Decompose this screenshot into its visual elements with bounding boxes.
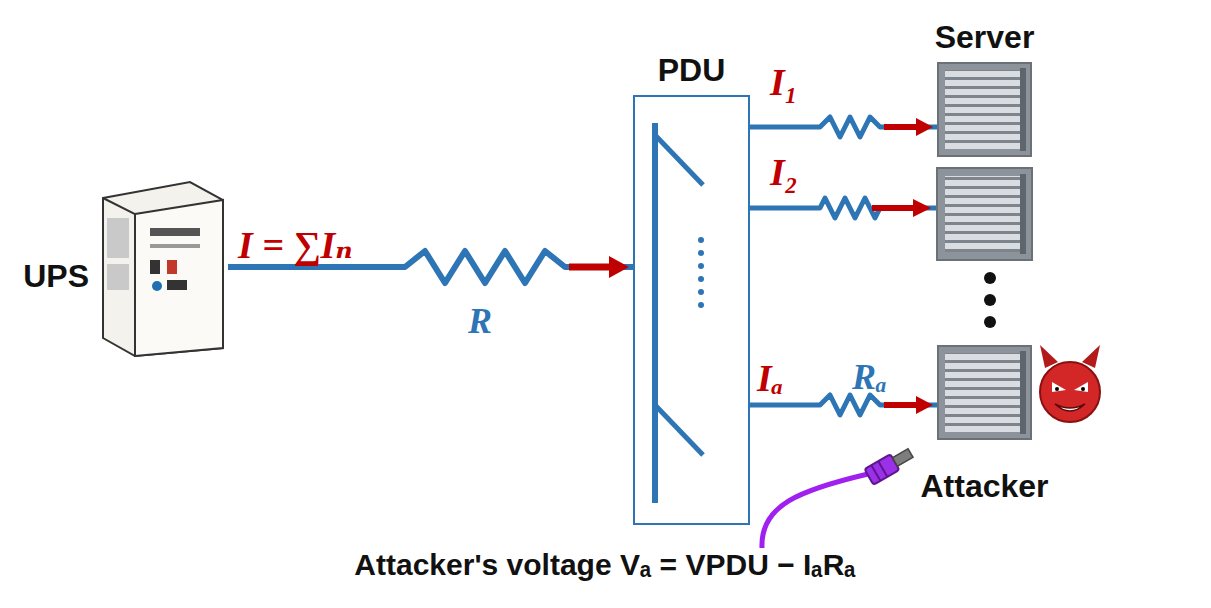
current-label: I₂ [770, 150, 798, 194]
resistance-label: R [468, 300, 492, 342]
resistance-label: Rₐ [852, 356, 887, 398]
voltage-caption: Attacker's voltage Vₐ = VPDU − IₐRₐ [354, 548, 855, 582]
ellipsis-dots [984, 272, 996, 328]
attacker-server: Attacker [937, 345, 1032, 440]
node-label: Attacker [920, 468, 1048, 505]
branch-wire [750, 198, 937, 218]
current-label: I = ∑Iₙ [238, 222, 353, 267]
node-label: UPS [23, 258, 89, 295]
node-label: Server [935, 19, 1035, 56]
server-icon: Server [937, 62, 1032, 157]
current-label: Iₐ [757, 356, 783, 400]
probe-plug [762, 445, 915, 548]
power-wire [750, 117, 937, 137]
ups-unit: UPS [95, 178, 228, 358]
node-label: PDU [658, 52, 726, 89]
server-icon [937, 168, 1032, 260]
pdu-box: PDU [633, 95, 750, 525]
devil-icon [1040, 345, 1100, 422]
current-label: I₁ [770, 60, 798, 104]
